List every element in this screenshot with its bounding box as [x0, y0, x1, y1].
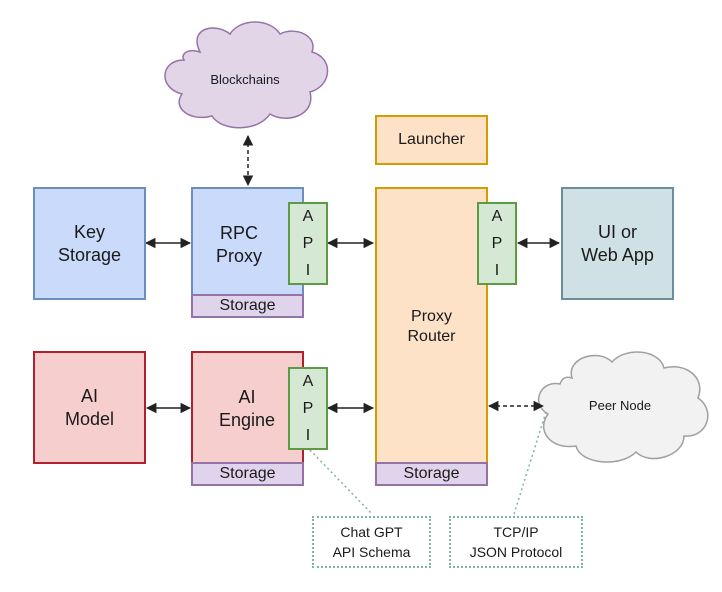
ui-web-app-label: UI or Web App [581, 221, 654, 265]
api-letter: P [302, 235, 314, 252]
note-link-chat-gpt [309, 449, 373, 515]
api-letter: I [305, 262, 311, 279]
rpc-proxy-box: RPC Proxy [191, 187, 304, 300]
peer-node-cloud [537, 351, 709, 463]
ai-engine-label: AI Engine [219, 387, 276, 430]
ui-web-app-box: UI or Web App [561, 187, 674, 300]
launcher-box: Launcher [375, 115, 488, 165]
storage-label: Storage [219, 465, 276, 482]
rpc-proxy-api: A P I [288, 202, 328, 285]
api-letter: I [305, 427, 311, 444]
api-letter: P [491, 235, 503, 252]
key-storage-label: Key Storage [57, 221, 122, 265]
api-letter: I [494, 262, 500, 279]
api-letter: A [302, 373, 314, 390]
proxy-router-storage: Storage [375, 462, 488, 486]
chat-gpt-note: Chat GPT API Schema [312, 516, 431, 568]
note-link-tcp-ip [513, 411, 547, 515]
api-letter: A [302, 208, 314, 225]
api-letter: P [302, 400, 314, 417]
blockchains-cloud [164, 21, 329, 129]
proxy-router-label: Proxy Router [407, 308, 456, 345]
launcher-label: Launcher [398, 131, 465, 148]
ai-engine-storage: Storage [191, 462, 304, 486]
key-storage-box: Key Storage [33, 187, 146, 300]
tcp-ip-note: TCP/IP JSON Protocol [449, 516, 583, 568]
peer-node-label: Peer Node [588, 398, 652, 413]
storage-label: Storage [219, 297, 276, 314]
api-letter: A [491, 208, 503, 225]
rpc-proxy-label: RPC Proxy [216, 223, 263, 266]
ai-engine-api: A P I [288, 367, 328, 450]
rpc-proxy-storage: Storage [191, 294, 304, 318]
proxy-router-box: Proxy Router [375, 187, 488, 467]
blockchains-label: Blockchains [210, 72, 280, 87]
ai-model-box: AI Model [33, 351, 146, 464]
ai-model-label: AI Model [64, 385, 115, 429]
storage-label: Storage [403, 465, 460, 482]
chat-gpt-note-text: Chat GPT API Schema [332, 524, 411, 560]
tcp-ip-note-text: TCP/IP JSON Protocol [469, 524, 563, 560]
proxy-router-api: A P I [477, 202, 517, 285]
